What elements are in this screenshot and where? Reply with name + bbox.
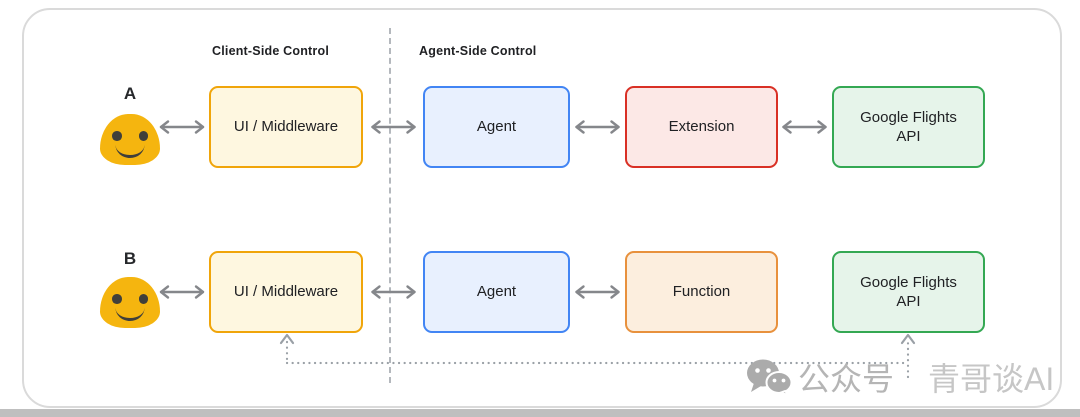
client-side-control-label: Client-Side Control: [212, 44, 329, 58]
bidirectional-arrow-icon: [365, 284, 422, 300]
wechat-icon: [746, 358, 792, 396]
flow-b-label: B: [123, 249, 137, 268]
bidirectional-arrow-icon: [572, 119, 623, 135]
arrowhead-up-icon: [900, 333, 916, 345]
agent-side-control-label: Agent-Side Control: [419, 44, 537, 58]
node-label: Agent: [476, 118, 517, 136]
bidirectional-arrow-icon: [779, 119, 830, 135]
ui-middleware-node: UI / Middleware: [209, 251, 363, 333]
node-label: Function: [672, 283, 731, 301]
emoji-eye: [138, 294, 148, 304]
emoji-smile: [115, 308, 145, 321]
watermark-text-left: 公众号: [798, 361, 895, 397]
bidirectional-arrow-icon: [365, 119, 422, 135]
agent-node: Agent: [423, 86, 570, 168]
arrowhead-up-icon: [279, 333, 295, 345]
google-flights-api-node: Google Flights API: [832, 86, 985, 168]
dotted-feedback-path: [268, 330, 928, 382]
bidirectional-arrow-icon: [157, 284, 207, 300]
bidirectional-arrow-icon: [572, 284, 623, 300]
function-node: Function: [625, 251, 778, 333]
bidirectional-arrow-icon: [157, 119, 207, 135]
node-label: Extension: [668, 118, 735, 136]
emoji-smile: [115, 145, 145, 158]
node-label: UI / Middleware: [233, 283, 339, 301]
bottom-edge-strip: [0, 409, 1080, 417]
flow-a-label: A: [123, 84, 137, 103]
extension-node: Extension: [625, 86, 778, 168]
agent-node: Agent: [423, 251, 570, 333]
emoji-eye: [112, 131, 122, 141]
node-label: Google Flights API: [860, 108, 957, 146]
section-divider-dashed-line: [389, 28, 391, 383]
watermark-text-right: 青哥谈AI: [928, 361, 1055, 397]
node-label: Google Flights API: [860, 273, 957, 311]
user-emoji: [100, 114, 160, 165]
emoji-eye: [112, 294, 122, 304]
diagram-card: [22, 8, 1062, 408]
emoji-eye: [138, 131, 148, 141]
user-emoji: [100, 277, 160, 328]
node-label: Agent: [476, 283, 517, 301]
ui-middleware-node: UI / Middleware: [209, 86, 363, 168]
node-label: UI / Middleware: [233, 118, 339, 136]
google-flights-api-node: Google Flights API: [832, 251, 985, 333]
